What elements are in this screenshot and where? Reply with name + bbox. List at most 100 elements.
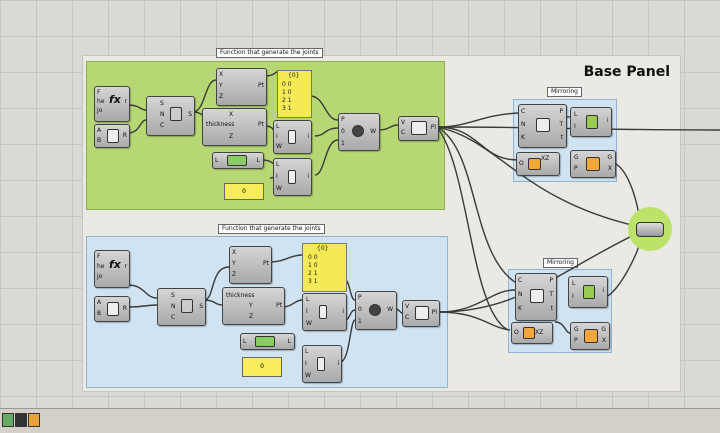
list-component-bottom[interactable]: S N C S — [157, 288, 206, 326]
data-panel-bottom[interactable]: {0} 0 0 1 0 2 1 3 1 — [302, 243, 347, 292]
pin-1: 1 — [358, 318, 362, 325]
pin-i-out: i — [342, 308, 344, 315]
pin-jo: jo — [97, 273, 103, 280]
polyline-component-top[interactable]: V C Pl — [398, 116, 439, 141]
pin-x-out: X — [601, 337, 606, 344]
division-component-bottom[interactable]: A B R — [94, 296, 130, 322]
mirror-item-icon — [586, 115, 598, 129]
pin-n: N — [160, 111, 165, 118]
pin-l: L — [243, 338, 247, 345]
pin-p: P — [549, 277, 553, 284]
pin-n: N — [518, 291, 523, 298]
pin-c: C — [518, 277, 523, 284]
pin-1: 1 — [341, 140, 345, 147]
pin-thickness: thickness — [226, 292, 255, 299]
polyline-icon — [415, 306, 429, 320]
pin-he: he — [97, 98, 105, 105]
pin-l: L — [276, 123, 280, 130]
list-item-component-top-2[interactable]: L I W i — [273, 158, 312, 196]
pin-i-out: i — [307, 173, 309, 180]
battery-icon[interactable] — [15, 413, 27, 427]
expression-component-bottom[interactable]: F he jo fx r — [94, 250, 130, 288]
list-item-component-bottom-1[interactable]: L I W i — [302, 293, 347, 331]
panel-row: 3 1 — [308, 278, 318, 285]
expression-component-top[interactable]: F he jo fx r — [94, 86, 130, 122]
pin-r: r — [124, 263, 127, 270]
pin-b: B — [97, 137, 102, 144]
curve-icon — [530, 289, 544, 303]
pin-s-out: S — [199, 303, 203, 310]
pin-w: W — [276, 143, 282, 150]
mirror-curve-bottom[interactable]: C N K P T t — [515, 273, 557, 321]
number-slider-bottom[interactable]: 0 — [242, 357, 282, 377]
pin-z: Z — [249, 313, 254, 320]
pin-o: O — [514, 329, 519, 336]
pin-l-out: L — [287, 338, 291, 345]
base-panel-title: Base Panel — [583, 64, 670, 80]
series-component-top[interactable]: L L — [212, 152, 264, 169]
mirror-icon — [586, 157, 600, 171]
mirror-geometry-bottom[interactable]: G P G X — [570, 322, 610, 350]
data-panel-top[interactable]: {0} 0 0 1 0 2 1 3 1 — [277, 70, 312, 118]
pin-l: L — [305, 348, 309, 355]
division-icon — [107, 302, 119, 316]
list-item-component-top-1[interactable]: L I W i — [273, 120, 312, 154]
merge-icon — [369, 304, 381, 316]
merge-node-circle[interactable] — [628, 207, 672, 251]
division-icon — [107, 129, 119, 143]
thickness-point-top[interactable]: thickness X Z Pt — [202, 108, 267, 146]
pin-l: L — [572, 280, 576, 287]
pin-pl: Pl — [430, 124, 436, 131]
pin-0: 0 — [341, 128, 345, 135]
xz-label: XZ — [535, 329, 544, 336]
xz-plane-top[interactable]: O XZ — [516, 152, 560, 176]
pin-z: Z — [232, 271, 237, 278]
merge-component-bottom[interactable]: P 0 1 W — [355, 291, 397, 330]
pin-t: T — [559, 121, 563, 128]
series-component-bottom[interactable]: L L — [240, 333, 295, 350]
pin-x: X — [219, 71, 224, 78]
series-icon — [255, 336, 275, 347]
network-icon[interactable] — [28, 413, 40, 427]
mirror-icon — [584, 329, 598, 343]
pin-y: Y — [232, 260, 236, 267]
panel-row: 0 0 — [308, 254, 318, 261]
mirroring-top-label: Mirroring — [547, 87, 582, 97]
number-slider-top[interactable]: 0 — [224, 183, 264, 200]
mirror-item-top[interactable]: L I i — [570, 107, 612, 137]
mirror-geometry-top[interactable]: G P G X — [570, 150, 616, 178]
polyline-component-bottom[interactable]: V C Pl — [402, 300, 440, 327]
plane-icon — [528, 158, 541, 170]
pin-n: N — [521, 121, 526, 128]
division-component-top[interactable]: A B R — [94, 124, 130, 148]
pin-n: N — [171, 303, 176, 310]
xz-plane-bottom[interactable]: O XZ — [511, 322, 553, 344]
thickness-point-bottom[interactable]: thickness Y Z Pt — [222, 287, 285, 325]
construct-point-bottom[interactable]: X Y Z Pt — [229, 246, 272, 284]
pin-s: S — [160, 100, 164, 107]
merge-node-icon — [636, 222, 664, 237]
list-item-icon — [319, 305, 327, 319]
list-item-icon — [288, 130, 296, 144]
mirror-item-bottom[interactable]: L I i — [568, 276, 608, 308]
pin-t-lower: t — [550, 305, 553, 312]
construct-point-top[interactable]: X Y Z Pt — [216, 68, 267, 106]
pin-r: R — [122, 305, 127, 312]
status-icon[interactable] — [2, 413, 14, 427]
list-item-component-bottom-2[interactable]: L I W i — [302, 345, 342, 383]
pin-v: V — [401, 119, 406, 126]
pin-i: I — [305, 360, 307, 367]
pin-a: A — [97, 127, 102, 134]
list-component-top[interactable]: S N C S — [146, 96, 195, 136]
series-icon — [227, 155, 247, 166]
pin-pt: Pt — [258, 121, 264, 128]
mirror-curve-top[interactable]: C N K P T t — [518, 104, 567, 148]
top-group-label: Function that generate the joints — [216, 48, 323, 58]
pin-l: L — [215, 157, 219, 164]
pin-g-out: G — [601, 326, 606, 333]
merge-component-top[interactable]: P 0 1 W — [338, 113, 380, 151]
list-item-icon — [288, 170, 296, 184]
pin-p: P — [341, 116, 345, 123]
pin-g-out: G — [607, 154, 612, 161]
